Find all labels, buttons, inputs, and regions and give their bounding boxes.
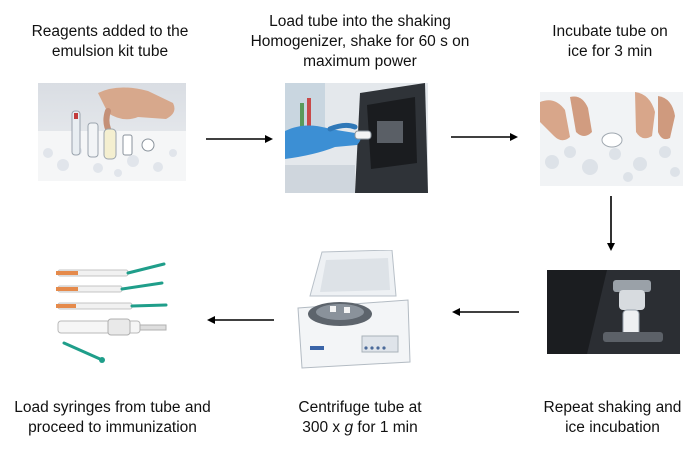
step2-caption-line3: maximum power: [303, 53, 417, 70]
reagent-tube-hands-photo: [38, 83, 186, 181]
arrow-step4-to-step5: [452, 308, 519, 316]
step4-caption-line2: ice incubation: [565, 419, 660, 436]
step5-caption-line2-pre: 300 x: [302, 419, 345, 436]
step1-caption: Reagents added to the emulsion kit tube: [10, 22, 210, 62]
step3-caption-line1: Incubate tube on: [552, 23, 668, 40]
step4-caption: Repeat shaking and ice incubation: [535, 398, 690, 438]
centrifuge-photo: [292, 250, 412, 375]
step2-caption-line1: Load tube into the shaking: [269, 13, 451, 30]
arrow-step3-to-step4: [607, 196, 615, 251]
step1-caption-line2: emulsion kit tube: [51, 43, 169, 60]
step1-caption-line1: Reagents added to the: [31, 23, 189, 40]
step5-caption-g-variable: g: [344, 419, 354, 436]
step6-caption-line1: Load syringes from tube and: [14, 399, 211, 416]
step4-caption-line1: Repeat shaking and: [543, 399, 682, 416]
arrow-step5-to-step6: [207, 316, 274, 324]
tube-on-ice-photo: [540, 92, 683, 186]
step2-caption: Load tube into the shaking Homogenizer, …: [240, 12, 480, 72]
homogenizer-gloved-hand-photo: [285, 83, 428, 193]
step5-caption-line1: Centrifuge tube at: [298, 399, 422, 416]
step5-caption: Centrifuge tube at 300 x g for 1 min: [280, 398, 440, 438]
step3-caption: Incubate tube on ice for 3 min: [530, 22, 690, 62]
syringes-photo: [52, 255, 174, 365]
tube-holder-clamp-photo: [547, 270, 680, 354]
step3-caption-line2: ice for 3 min: [567, 43, 653, 60]
step6-caption-line2: proceed to immunization: [28, 419, 197, 436]
arrow-step1-to-step2: [206, 135, 273, 143]
step6-caption: Load syringes from tube and proceed to i…: [5, 398, 220, 438]
step2-caption-line2: Homogenizer, shake for 60 s on: [250, 33, 470, 50]
step5-caption-line2: 300 x g for 1 min: [280, 418, 440, 438]
step5-caption-line2-post: for 1 min: [353, 419, 418, 436]
arrow-step2-to-step3: [451, 133, 518, 141]
